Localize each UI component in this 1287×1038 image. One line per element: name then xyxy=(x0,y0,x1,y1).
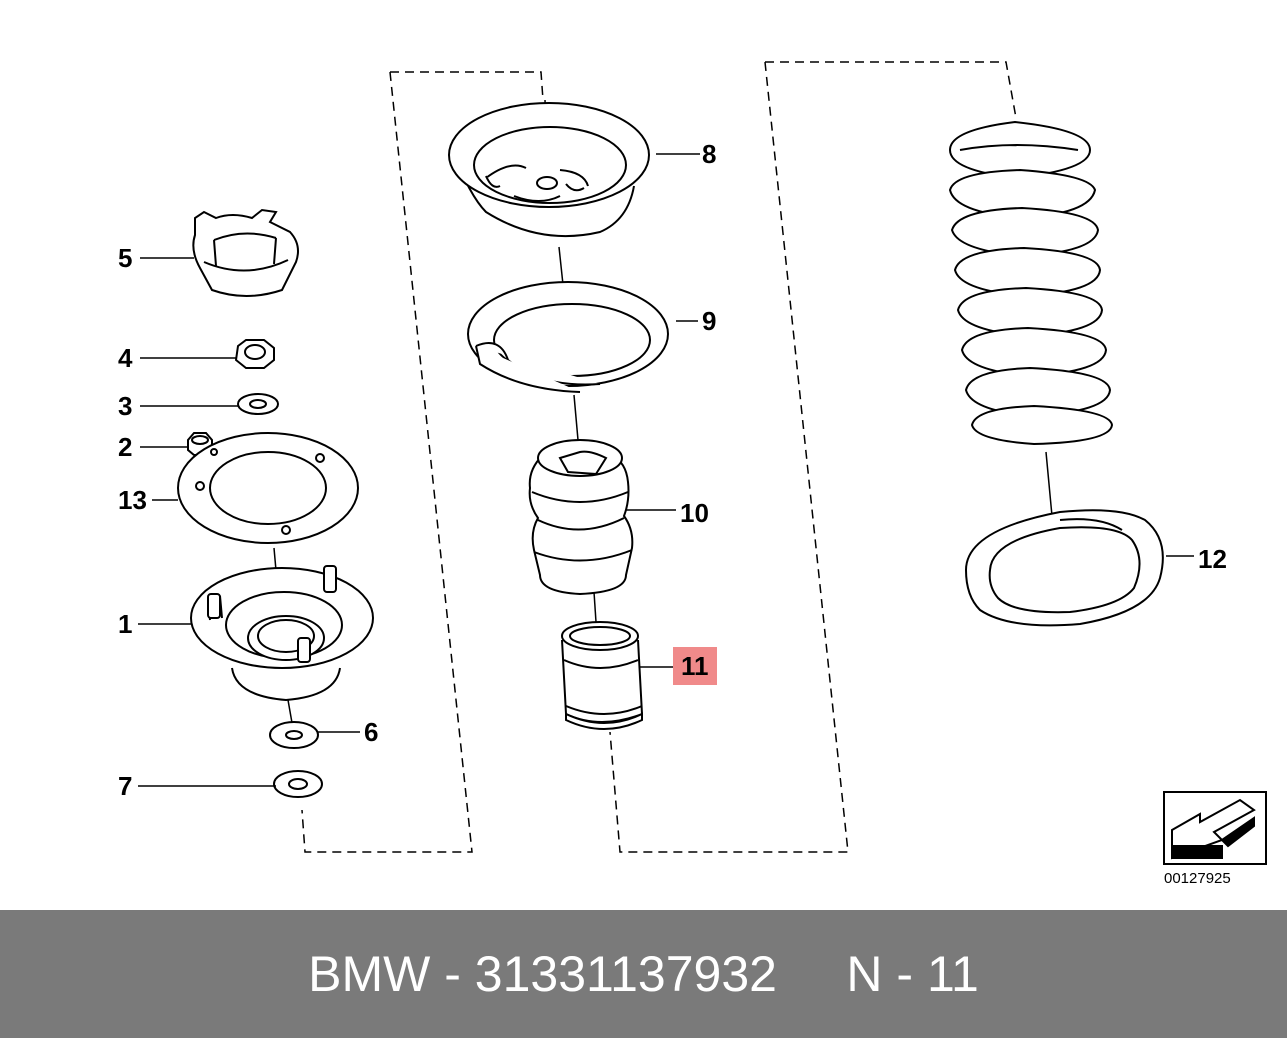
part-12-coil-spring xyxy=(948,120,1114,446)
part-label-4: 4 xyxy=(118,343,133,373)
part-12-spring-pad xyxy=(964,509,1164,627)
part-9-spring-pad xyxy=(467,281,669,393)
part-10-bump-stop xyxy=(528,439,634,596)
part-label-2: 2 xyxy=(118,432,133,462)
part-label-6: 6 xyxy=(364,717,379,747)
part-label-7: 7 xyxy=(118,771,133,801)
part-1-strut-mount xyxy=(190,565,374,702)
part-4-nut xyxy=(234,339,275,369)
part-label-11-highlighted[interactable]: 11 xyxy=(673,647,717,685)
part-label-5: 5 xyxy=(118,243,133,273)
part-label-9: 9 xyxy=(702,306,717,336)
part-6-washer xyxy=(269,721,319,749)
part-7-washer xyxy=(273,770,323,798)
group-outlines xyxy=(301,61,1017,853)
part-label-3: 3 xyxy=(118,391,133,421)
part-label-8: 8 xyxy=(702,139,717,169)
part-3-washer xyxy=(237,393,279,415)
part-13-gasket xyxy=(177,432,359,544)
part-11-protective-tube xyxy=(561,621,644,730)
axis-lines xyxy=(267,99,1059,741)
part-label-1: 1 xyxy=(118,609,133,639)
part-info-footer: BMW - 31331137932 N - 11 xyxy=(0,910,1287,1038)
part-label-13: 13 xyxy=(118,485,147,515)
orientation-arrow-icon xyxy=(1163,791,1267,865)
part-label-12: 12 xyxy=(1198,544,1227,574)
part-label-10: 10 xyxy=(680,498,709,528)
leader-lines xyxy=(138,153,1194,787)
diagram-reference-number: 00127925 xyxy=(1164,870,1231,887)
part-5-cap xyxy=(192,208,299,297)
part-number-caption: BMW - 31331137932 N - 11 xyxy=(308,946,979,1002)
exploded-diagram xyxy=(138,61,1267,865)
part-8-spring-seat xyxy=(448,102,650,237)
